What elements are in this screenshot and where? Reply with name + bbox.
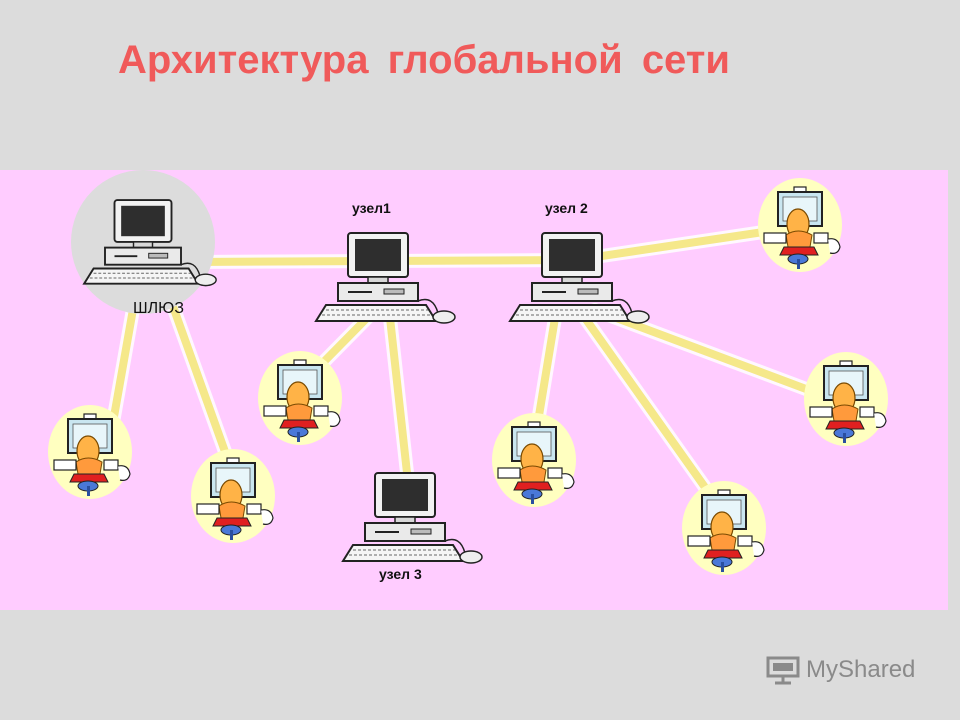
node2-label: узел 2 — [545, 200, 588, 216]
page-title: Архитектура глобальной сети — [118, 38, 730, 82]
user-computer-icon — [257, 350, 343, 446]
node3-computer-icon — [342, 472, 483, 564]
network-diagram-canvas — [47, 170, 889, 576]
node3-label: узел 3 — [379, 566, 422, 582]
node1-label: узел1 — [352, 200, 391, 216]
user-computer-icon — [757, 177, 843, 273]
watermark: MyShared — [766, 655, 915, 685]
user-computer-icon — [491, 412, 577, 508]
gateway-node — [71, 170, 218, 314]
user-computer-icon — [47, 404, 133, 500]
gateway-label: ШЛЮЗ — [133, 300, 184, 317]
network-diagram: ШЛЮЗ узел1 узел 2 узел 3 — [0, 170, 948, 610]
user-computer-icon — [190, 448, 276, 544]
presentation-board-icon — [766, 656, 800, 685]
user-computer-icon — [803, 351, 889, 447]
user-computer-icon — [681, 480, 767, 576]
node1-computer-icon — [315, 232, 456, 324]
watermark-text: MyShared — [806, 656, 916, 683]
